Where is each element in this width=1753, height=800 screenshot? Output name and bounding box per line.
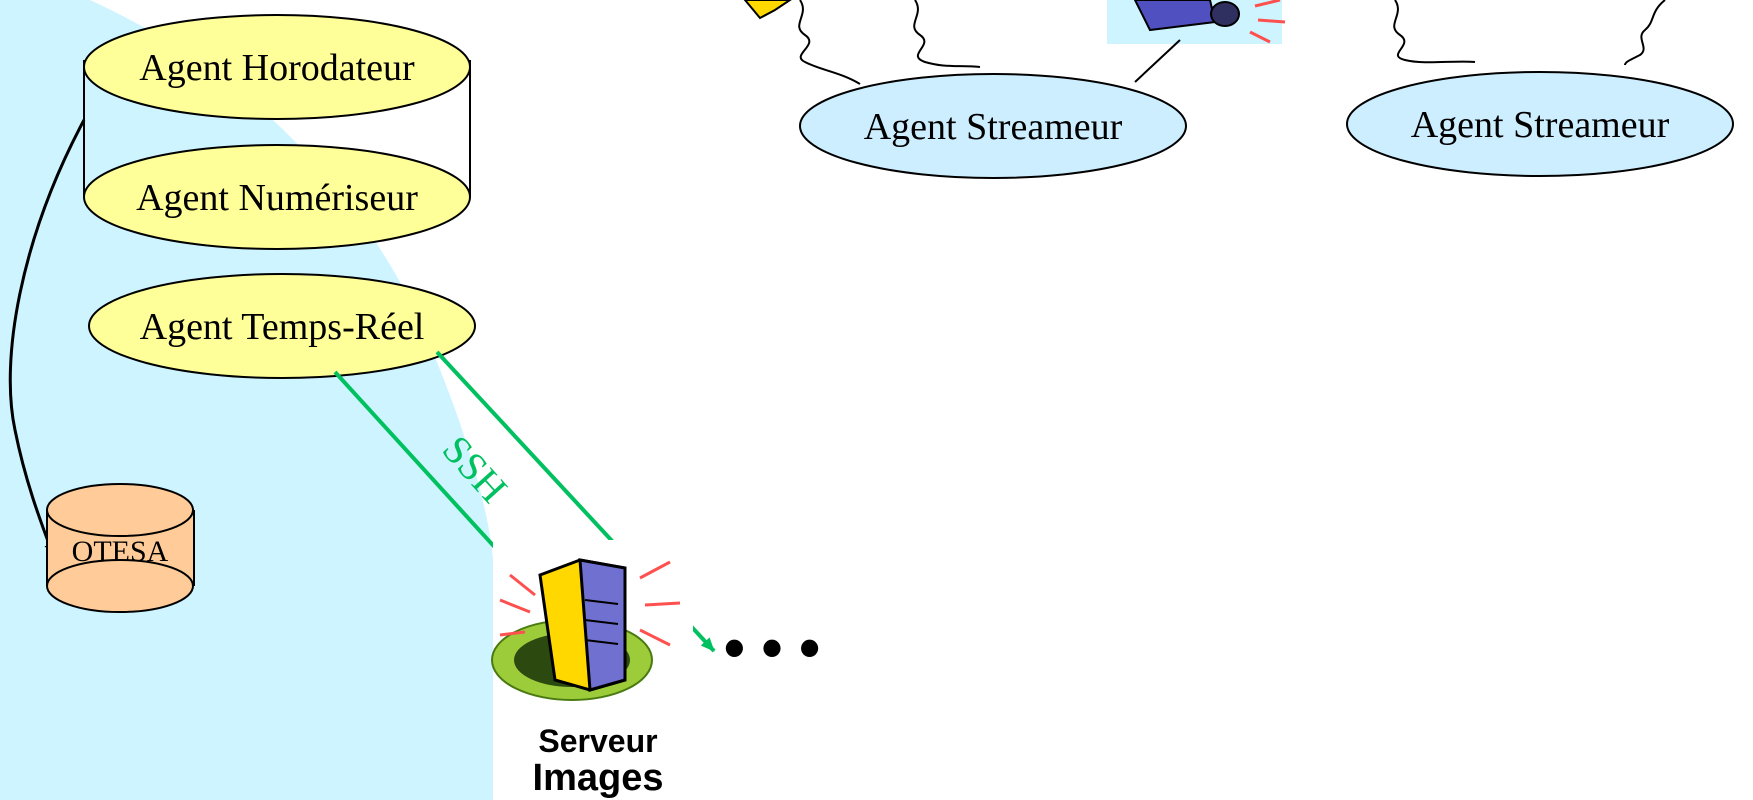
agent-horodateur-shape[interactable]	[83, 14, 471, 120]
otesa-database[interactable]: OTESA	[46, 483, 195, 613]
agent-horodateur-label: Agent Horodateur	[139, 47, 415, 89]
network-zone	[0, 0, 493, 800]
camera-link	[1134, 39, 1181, 83]
agent-streameur-2-shape[interactable]	[1346, 71, 1734, 177]
server-label-line1: Serveur	[538, 723, 657, 759]
server-label-line2: Images	[533, 757, 664, 799]
agent-streameur-1-label: Agent Streameur	[864, 106, 1123, 148]
agent-streameur-2-label: Agent Streameur	[1411, 104, 1670, 146]
agent-numeriseur-shape[interactable]	[83, 144, 471, 250]
flash-icon	[743, 0, 792, 20]
agent-streameur-1-shape[interactable]	[799, 73, 1187, 179]
server-icon[interactable]: Serveur	[491, 540, 693, 770]
storage-arrow	[8, 119, 86, 554]
agent-temps-reel-label: Agent Temps-Réel	[140, 306, 425, 348]
signal-wave-icon	[798, 0, 1666, 85]
continuation-dots: • • •	[724, 614, 820, 681]
agent-stack: Agent Horodateur Agent Numériseur	[83, 14, 471, 250]
agent-numeriseur-label: Agent Numériseur	[136, 177, 418, 219]
camera-icon[interactable]	[1107, 0, 1286, 44]
agent-temps-reel-shape[interactable]	[88, 273, 476, 379]
otesa-label: OTESA	[72, 535, 169, 568]
